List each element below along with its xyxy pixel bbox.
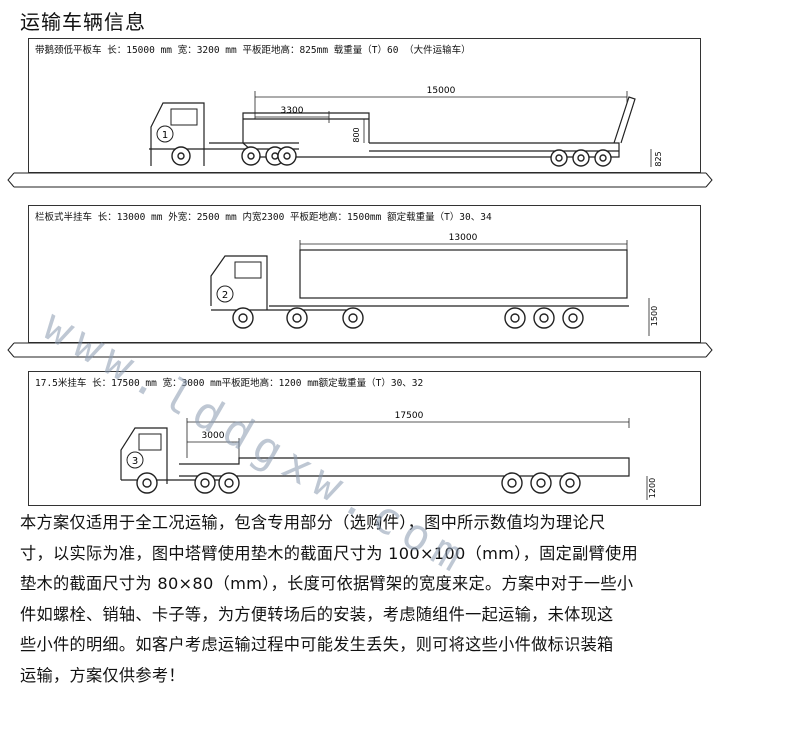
- page-title: 运输车辆信息: [20, 10, 146, 34]
- road-divider-2: [7, 342, 713, 358]
- lowbed-trailer-drawing: 1 15000 3300 800 825: [149, 86, 663, 167]
- vehicle-panel-17m: 17.5米挂车 长：17500 mm 宽：3000 mm平板距地高：1200 m…: [28, 371, 701, 506]
- description-paragraph: 本方案仅适用于全工况运输，包含专用部分（选购件），图中所示数值均为理论尺 寸，以…: [20, 508, 725, 691]
- dim-length-3: 17500: [395, 411, 424, 421]
- vehicle-spec-17m: 17.5米挂车 长：17500 mm 宽：3000 mm平板距地高：1200 m…: [35, 378, 424, 389]
- vehicle-spec-lowbed: 带鹅颈低平板车 长：15000 mm 宽：3200 mm 平板距地高：825mm…: [35, 45, 471, 56]
- paragraph-line: 寸，以实际为准，图中塔臂使用垫木的截面尺寸为 100×100（mm），固定副臂使…: [20, 543, 639, 563]
- dim-deck-height-1: 825: [654, 151, 663, 166]
- dim-neck-1: 3300: [281, 106, 304, 116]
- dim-height-2: 1500: [650, 306, 659, 326]
- vehicle-spec-stake: 栏板式半挂车 长：13000 mm 外宽：2500 mm 内宽2300 平板距地…: [35, 212, 492, 223]
- vehicle-number-3: 3: [132, 456, 138, 467]
- paragraph-line: 件如螺栓、销轴、卡子等，为方便转场后的安装，考虑随组件一起运输，未体现这: [20, 604, 614, 624]
- dim-neck-height-1: 800: [352, 127, 361, 142]
- vehicle-panel-lowbed: 带鹅颈低平板车 长：15000 mm 宽：3200 mm 平板距地高：825mm…: [28, 38, 701, 173]
- dim-length-2: 13000: [449, 233, 478, 243]
- road-divider-1: [7, 172, 713, 188]
- vehicle-panel-stake: 栏板式半挂车 长：13000 mm 外宽：2500 mm 内宽2300 平板距地…: [28, 205, 701, 343]
- flatbed-trailer-drawing: 3 17500 3000 1200: [120, 411, 657, 500]
- paragraph-line: 垫木的截面尺寸为 80×80（mm），长度可依据臂架的宽度来定。方案中对于一些小: [20, 574, 634, 593]
- stake-trailer-drawing: 2 13000 1500: [210, 233, 659, 336]
- dim-length-1: 15000: [427, 86, 456, 96]
- vehicle-number-2: 2: [222, 290, 228, 301]
- dim-height-3: 1200: [648, 478, 657, 498]
- vehicle-number-1: 1: [162, 130, 168, 141]
- paragraph-line: 运输，方案仅供参考！: [20, 665, 185, 685]
- paragraph-line: 本方案仅适用于全工况运输，包含专用部分（选购件），图中所示数值均为理论尺: [20, 513, 606, 532]
- dim-neck-3: 3000: [202, 431, 225, 441]
- paragraph-line: 些小件的明细。如客户考虑运输过程中可能发生丢失，则可将这些小件做标识装箱: [20, 635, 614, 654]
